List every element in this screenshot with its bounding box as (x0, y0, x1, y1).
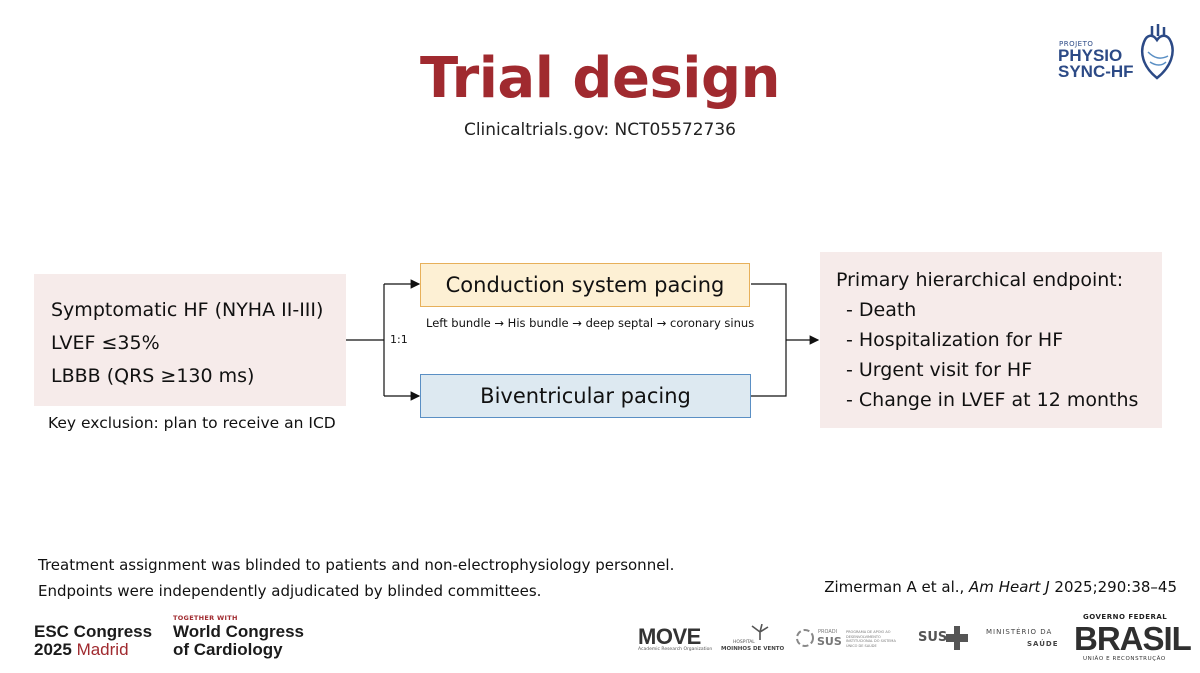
endpoint-item: - Hospitalization for HF (846, 329, 1064, 351)
proadi-description: PROGRAMA DE APOIO AO DESENVOLVIMENTO INS… (846, 630, 896, 648)
blinding-note: Treatment assignment was blinded to pati… (38, 556, 675, 574)
moinhos-logo: MOINHOS DE VENTO (721, 646, 785, 652)
citation-authors: Zimerman A et al., (824, 578, 970, 596)
health-cross-icon (946, 626, 968, 650)
esc-year: 2025 (34, 640, 72, 659)
randomization-branch (346, 284, 385, 396)
wcc-line1: World Congress (173, 622, 304, 641)
slide-title: Trial design (420, 46, 780, 111)
logo-physio-text: PHYSIO SYNC-HF (1058, 46, 1134, 81)
together-with-tag: TOGETHER WITH (173, 614, 238, 622)
endpoint-item: - Change in LVEF at 12 months (846, 389, 1139, 411)
wcc-line2: of Cardiology (173, 640, 283, 659)
saude-label: SAÚDE (1027, 640, 1059, 648)
citation: Zimerman A et al., Am Heart J 2025;290:3… (824, 578, 1177, 596)
esc-city: Madrid (76, 640, 129, 659)
inclusion-line: LVEF ≤35% (51, 332, 160, 354)
exclusion-criteria: Key exclusion: plan to receive an ICD (48, 414, 336, 432)
sus-logo: SUS (918, 630, 948, 645)
world-congress-logo: World Congress of Cardiology (173, 623, 304, 659)
uniao-reconstrucao-label: UNIÃO E RECONSTRUÇÃO (1083, 656, 1166, 662)
governo-federal-label: GOVERNO FEDERAL (1083, 613, 1168, 621)
esc-congress-logo: ESC Congress 2025 Madrid (34, 623, 152, 659)
endpoint-box: Primary hierarchical endpoint: - Death -… (820, 252, 1162, 428)
windmill-icon (751, 624, 769, 640)
esc-line1: ESC Congress (34, 622, 153, 641)
merge-branch (751, 283, 787, 397)
proadi-icon (796, 629, 814, 647)
inclusion-line: LBBB (QRS ≥130 ms) (51, 365, 255, 387)
trial-registration: Clinicaltrials.gov: NCT05572736 (463, 120, 737, 140)
logo-physio-line: PHYSIO (1058, 46, 1123, 65)
adjudication-note: Endpoints were independently adjudicated… (38, 582, 542, 600)
heart-icon (1140, 24, 1174, 80)
csp-arm-label: Conduction system pacing (445, 273, 725, 297)
proadi-sus-logo: SUS (817, 635, 842, 648)
hospital-label: HOSPITAL (733, 640, 755, 645)
csp-arm-box: Conduction system pacing (420, 263, 750, 307)
footer-notes: Treatment assignment was blinded to pati… (38, 552, 674, 604)
endpoint-item: - Death (846, 299, 917, 321)
esc-line2: 2025 Madrid (34, 641, 152, 659)
brasil-logo: BRASIL (1074, 620, 1192, 657)
proadi-label: PROADI (818, 629, 838, 635)
csp-hierarchy: Left bundle → His bundle → deep septal →… (426, 316, 755, 330)
move-subtitle: Academic Research Organization (638, 647, 713, 652)
inclusion-line: Symptomatic HF (NYHA II-III) (51, 299, 324, 321)
move-logo: MOVE (638, 624, 701, 649)
citation-journal: Am Heart J (969, 578, 1050, 596)
logo-projeto-text: PROJETO (1059, 40, 1094, 48)
citation-details: 2025;290:38–45 (1049, 578, 1177, 596)
endpoint-item: - Urgent visit for HF (846, 359, 1033, 381)
randomization-ratio: 1:1 (390, 333, 408, 346)
biv-arm-label: Biventricular pacing (480, 384, 691, 408)
inclusion-criteria-box: Symptomatic HF (NYHA II-III) LVEF ≤35% L… (34, 274, 346, 406)
biv-arm-box: Biventricular pacing (420, 374, 751, 418)
ministerio-label: MINISTÉRIO DA (986, 628, 1053, 636)
logo-sync-line: SYNC-HF (1058, 62, 1134, 81)
endpoint-heading: Primary hierarchical endpoint: (836, 269, 1124, 291)
